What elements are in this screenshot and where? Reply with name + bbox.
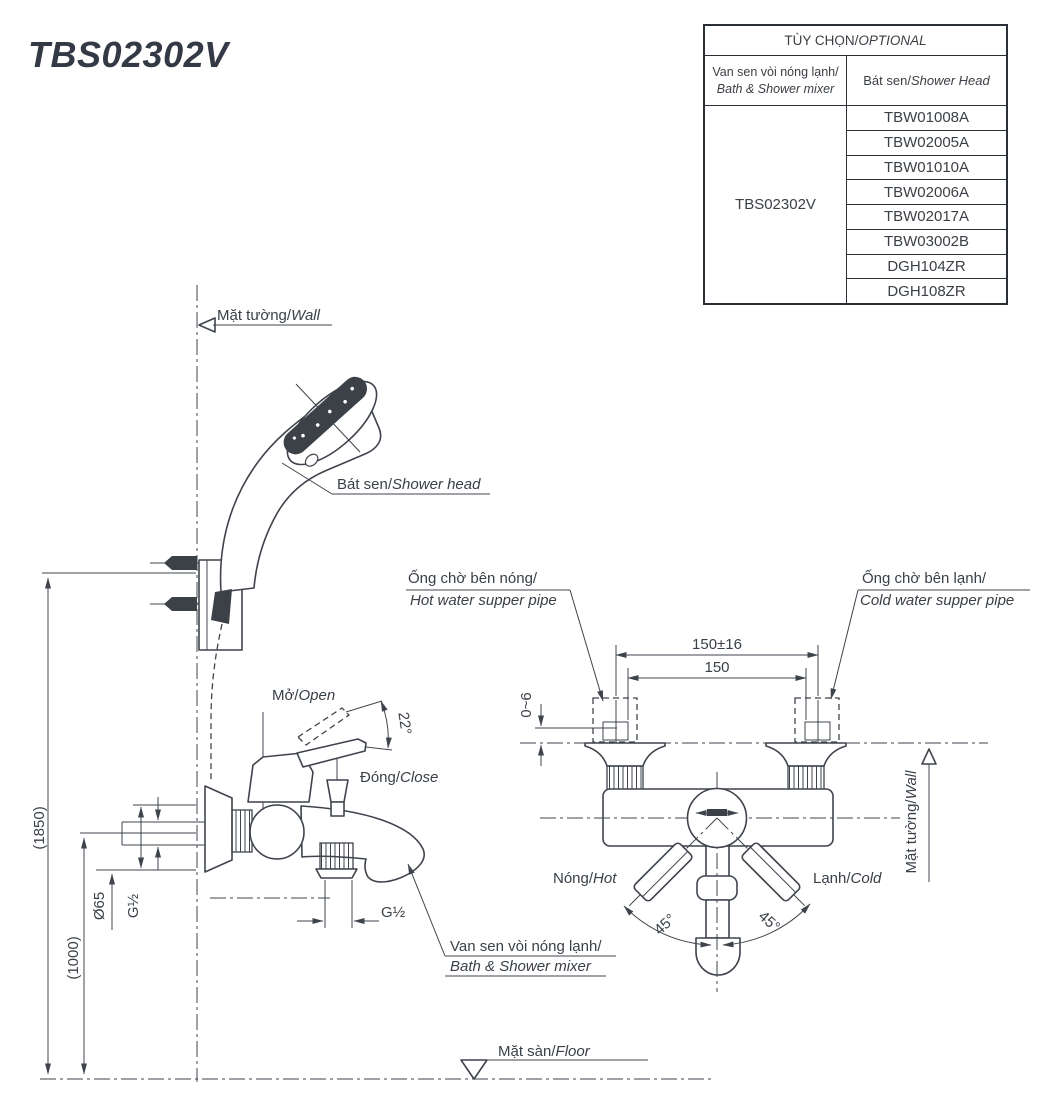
close-label: Đóng/Close — [360, 769, 438, 786]
hand-shower — [211, 376, 382, 624]
dimension-wall-gap: 0~6 — [518, 692, 617, 766]
svg-text:Bath & Shower mixer: Bath & Shower mixer — [450, 958, 592, 975]
dimension-1850: (1850) — [31, 572, 196, 1075]
shower-head-label: Bát sen/Shower head — [281, 462, 490, 495]
column-header-mixer: Van sen vòi nóng lạnh/ Bath & Shower mix… — [705, 56, 847, 105]
shower-head-code-row: DGH108ZR — [887, 282, 966, 300]
floor-label: Mặt sàn/Floor — [460, 1043, 648, 1080]
shower-head-code-row: TBW03002B — [847, 230, 1006, 255]
svg-text:Ø65: Ø65 — [91, 892, 108, 920]
open-label: Mở/Open — [272, 687, 335, 704]
shower-head-code-row: DGH104ZR — [847, 255, 1006, 280]
shower-head-code-row: TBW02006A — [847, 180, 1006, 205]
svg-text:Ống chờ bên nóng/: Ống chờ bên nóng/ — [408, 569, 538, 587]
svg-text:(1000): (1000) — [65, 936, 82, 979]
svg-text:Bát sen/Shower head: Bát sen/Shower head — [337, 476, 481, 493]
svg-text:22°: 22° — [394, 711, 414, 736]
hot-escutcheon — [584, 742, 666, 793]
svg-text:Mặt tường/Wall: Mặt tường/Wall — [903, 770, 920, 874]
column-header-shower-head: Bát sen/Shower Head — [863, 73, 990, 88]
svg-text:150: 150 — [704, 659, 729, 676]
mixer-callout: Van sen vòi nóng lạnh/ Bath & Shower mix… — [407, 863, 616, 977]
hot-pipe-callout: Ống chờ bên nóng/ Hot water supper pipe — [406, 569, 604, 702]
dimension-150: 150 — [627, 659, 807, 720]
wall-label-top-text: Mặt tường/Wall — [217, 307, 321, 324]
table-header: TÙY CHỌN/OPTIONAL — [705, 26, 1006, 56]
svg-text:Ống chờ bên lạnh/: Ống chờ bên lạnh/ — [862, 569, 987, 587]
shower-head-code-row: TBW01010A — [847, 156, 1006, 181]
svg-text:(1850): (1850) — [31, 806, 48, 849]
svg-text:G½: G½ — [381, 904, 406, 921]
dimension-open-angle: 22° — [380, 700, 414, 749]
dimension-1000: (1000) — [65, 832, 196, 1075]
dimension-spout-thread: G½ — [297, 880, 406, 928]
mixer-model-cell: TBS02302V — [705, 106, 847, 303]
shower-head-code-row: TBW02017A — [847, 205, 1006, 230]
optional-table: TÙY CHỌN/OPTIONAL Van sen vòi nóng lạnh/… — [703, 24, 1008, 305]
svg-text:G½: G½ — [125, 893, 142, 918]
svg-text:0~6: 0~6 — [518, 692, 535, 717]
cold-escutcheon — [765, 742, 847, 793]
mixer-front-view — [540, 772, 900, 992]
svg-text:150±16: 150±16 — [692, 636, 742, 653]
svg-text:45°: 45° — [755, 908, 783, 936]
shower-head-code-row: TBW02005A — [847, 131, 1006, 156]
shower-head-code-row: TBW01008A — [847, 106, 1006, 131]
dimension-flange-diameter: Ø65 — [91, 804, 196, 930]
shower-hose — [210, 623, 330, 899]
hot-supply-pipe — [592, 697, 638, 766]
cold-pipe-callout: Ống chờ bên lạnh/ Cold water supper pipe — [830, 569, 1030, 700]
hot-label: Nóng/Hot — [553, 870, 617, 887]
dimension-150-16: 150±16 — [615, 636, 819, 696]
svg-text:45°: 45° — [651, 911, 679, 939]
cold-label: Lạnh/Cold — [813, 870, 882, 887]
svg-text:Cold water supper pipe: Cold water supper pipe — [860, 592, 1014, 609]
mixer-side-view — [121, 700, 425, 883]
svg-text:Van sen vòi nóng lạnh/: Van sen vòi nóng lạnh/ — [450, 938, 602, 955]
svg-text:Mặt sàn/Floor: Mặt sàn/Floor — [498, 1043, 591, 1060]
wall-label-top: Mặt tường/Wall — [198, 307, 332, 333]
product-code-title: TBS02302V — [28, 34, 229, 75]
dimension-inlet-thread: G½ — [125, 797, 161, 918]
diverter-knob — [326, 758, 349, 817]
wall-label-right: Mặt tường/Wall — [903, 748, 937, 882]
svg-text:Hot water supper pipe: Hot water supper pipe — [410, 592, 557, 609]
